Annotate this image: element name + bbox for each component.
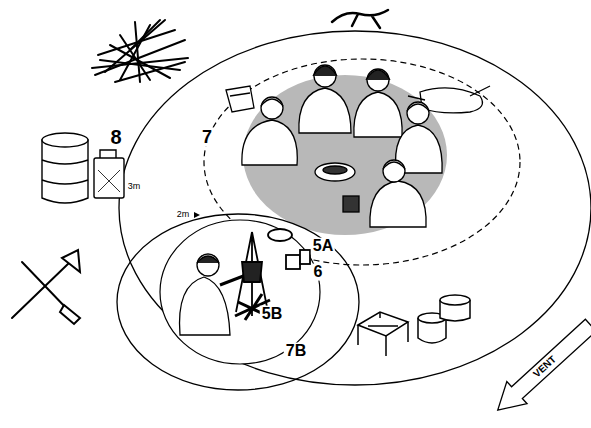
callout-number: 7B xyxy=(284,343,308,360)
dimension-label: 2m xyxy=(175,210,192,219)
label-holder: 3m xyxy=(126,182,143,191)
callout-number: 5B xyxy=(260,306,284,323)
callout-number: 8 xyxy=(108,127,123,148)
label-holder: 8 xyxy=(108,127,123,148)
label-holder: 6 xyxy=(312,264,325,281)
label-holder: 5B xyxy=(260,306,284,323)
callout-number: 6 xyxy=(312,264,325,281)
jerrycan xyxy=(94,150,124,198)
outer-zone xyxy=(119,31,591,385)
fire-inner-zone xyxy=(160,220,320,364)
label-holder: 7 xyxy=(200,128,214,147)
label-holder: 5A xyxy=(311,238,335,255)
bag xyxy=(408,86,490,113)
callout-number: 7 xyxy=(200,128,214,147)
fire-zone xyxy=(117,214,359,390)
dimension-arrow xyxy=(194,212,200,218)
backpack xyxy=(226,86,254,112)
firewood-pile xyxy=(92,20,188,82)
dimension-label: 3m xyxy=(126,182,143,191)
stove-and-pots xyxy=(358,295,470,356)
label-holder: 2m xyxy=(175,210,192,219)
label-holder: 7B xyxy=(284,343,308,360)
wind-arrow xyxy=(488,314,591,421)
branch xyxy=(332,10,388,28)
fuel-barrel xyxy=(42,133,88,203)
seated-people xyxy=(180,65,443,335)
callout-number: 5A xyxy=(311,238,335,255)
axe-and-shovel xyxy=(12,250,80,324)
